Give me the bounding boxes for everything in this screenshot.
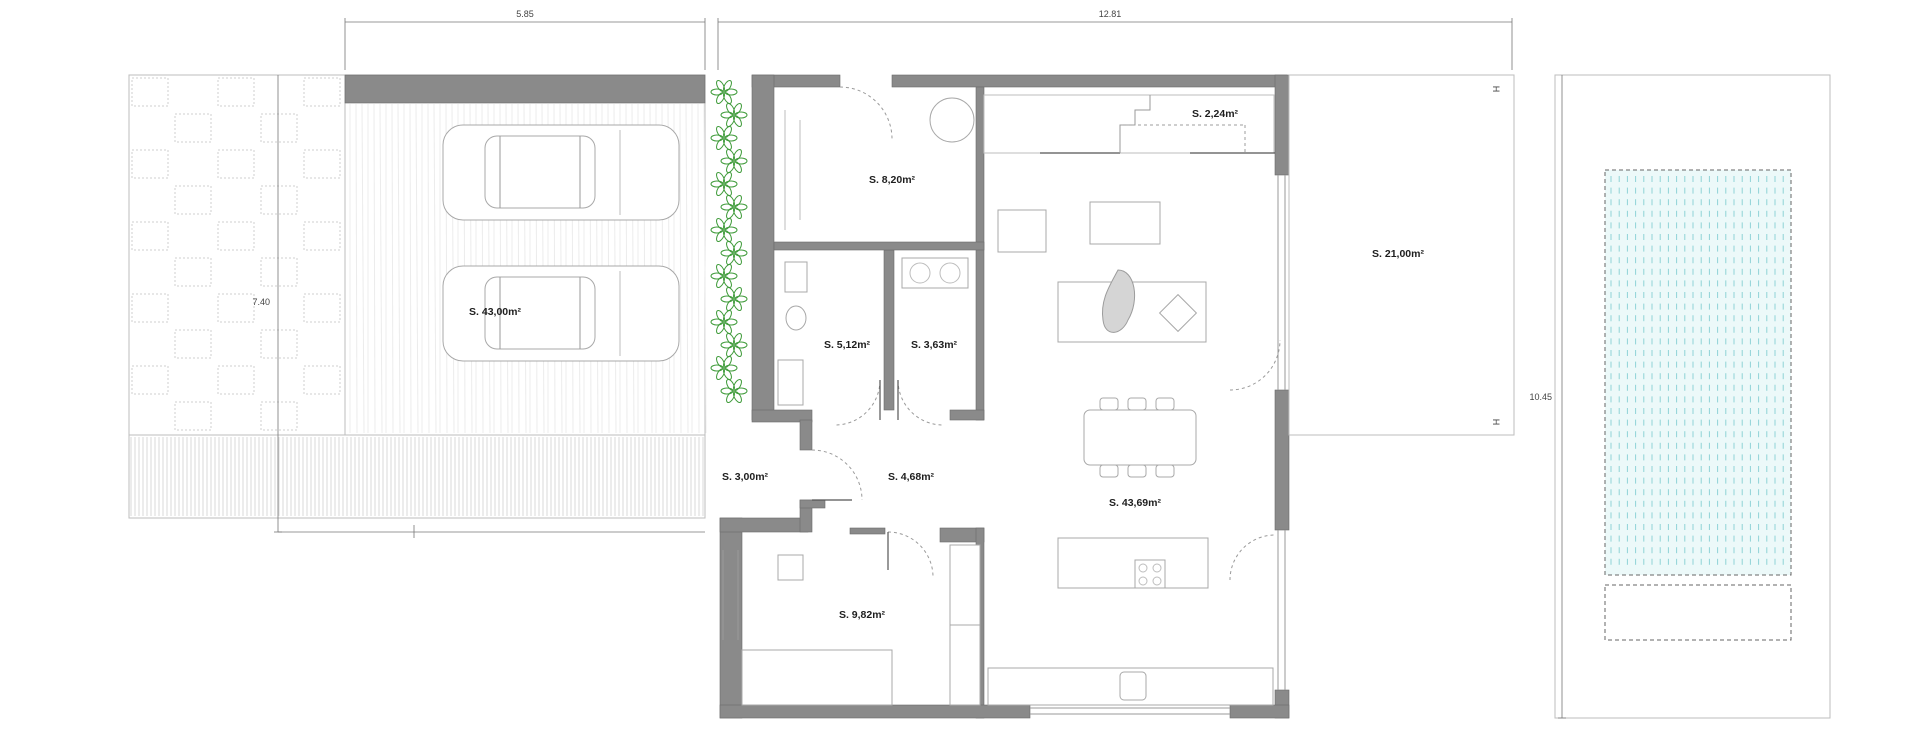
washer-dryer bbox=[901, 257, 969, 289]
kitchen-island bbox=[1057, 537, 1209, 589]
kitchen-sink bbox=[1119, 671, 1147, 701]
dimension-labels: 5.85 12.81 7.40 10.45 bbox=[252, 9, 1552, 402]
hedge-plants bbox=[710, 80, 748, 403]
garage bbox=[128, 74, 707, 519]
coffee-table bbox=[1089, 201, 1161, 245]
toilet bbox=[784, 261, 808, 293]
room-label-laundry: S. 3,63m² bbox=[911, 339, 958, 351]
dining-table bbox=[1083, 409, 1197, 466]
section-mark-top: H bbox=[1491, 86, 1501, 93]
dimension-lines bbox=[274, 18, 1566, 719]
stairs bbox=[983, 94, 1275, 154]
furniture bbox=[741, 97, 1274, 706]
room-label-bathroom: S. 5,12m² bbox=[824, 339, 871, 351]
dim-site-depth: 10.45 bbox=[1529, 392, 1552, 402]
sink bbox=[777, 359, 804, 406]
room-label-living: S. 43,69m² bbox=[1109, 497, 1161, 509]
pool-deck bbox=[1604, 584, 1792, 641]
car-bottom bbox=[442, 265, 680, 362]
wardrobe bbox=[949, 544, 981, 626]
room-label-porch: S. 3,00m² bbox=[722, 471, 769, 483]
rug bbox=[1101, 269, 1136, 333]
room-labels: S. 43,00m² S. 8,20m² S. 2,24m² S. 21,00m… bbox=[469, 108, 1424, 621]
room-label-stair: S. 2,24m² bbox=[1192, 108, 1239, 120]
armchair bbox=[997, 209, 1047, 253]
room-label-hall: S. 4,68m² bbox=[888, 471, 935, 483]
dim-garage-width: 5.85 bbox=[516, 9, 534, 19]
door-swings bbox=[811, 86, 1281, 581]
room-label-entry: S. 8,20m² bbox=[869, 174, 916, 186]
terrace-area bbox=[1288, 74, 1515, 436]
dim-garage-depth: 7.40 bbox=[252, 297, 270, 307]
section-mark-bottom: H bbox=[1491, 419, 1501, 426]
bed bbox=[741, 649, 893, 706]
deck-strip bbox=[128, 434, 706, 519]
house-walls bbox=[719, 74, 1290, 719]
room-label-garage: S. 43,00m² bbox=[469, 306, 521, 318]
room-label-terrace: S. 21,00m² bbox=[1372, 248, 1424, 260]
section-markers: H H bbox=[1491, 86, 1501, 426]
pool-area bbox=[1554, 74, 1831, 719]
round-table bbox=[929, 97, 975, 143]
pool bbox=[1604, 169, 1792, 576]
car-top bbox=[442, 124, 680, 221]
terrace bbox=[1288, 74, 1515, 436]
deck-boards bbox=[130, 437, 704, 516]
dim-house-width: 12.81 bbox=[1099, 9, 1122, 19]
room-label-bedroom: S. 9,82m² bbox=[839, 609, 886, 621]
paving-pattern bbox=[128, 74, 346, 436]
garage-back-wall bbox=[344, 74, 706, 104]
